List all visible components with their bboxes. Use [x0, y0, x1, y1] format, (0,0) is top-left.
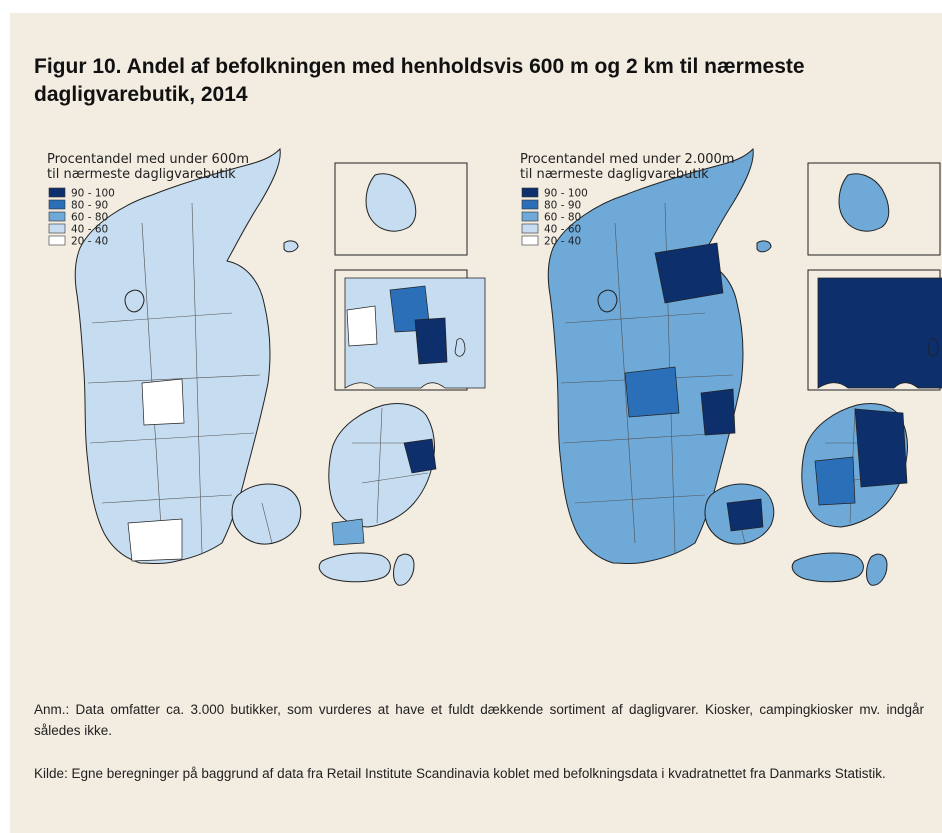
region-0 [74, 147, 281, 564]
boundary-line-5 [191, 202, 203, 554]
copenhagen-area [344, 277, 486, 389]
mid-region [331, 518, 365, 546]
region-4 [393, 553, 415, 586]
region-6 [756, 240, 772, 253]
legend-label-1: 80 - 90 [71, 200, 108, 212]
source-text: Kilde: Egne beregninger på baggrund af d… [34, 766, 886, 781]
copenhagen-area [817, 277, 942, 389]
bornholm-inset-frame [334, 162, 468, 256]
legend-label-2: 60 - 80 [71, 212, 108, 224]
north-region [654, 242, 724, 304]
legend-label-1: 80 - 90 [544, 200, 581, 212]
mid-jutland [624, 366, 680, 418]
boundary-line-4 [614, 222, 636, 544]
legend-swatch-1 [48, 199, 66, 210]
legend-title-line1: Procentandel med under 600m [47, 152, 249, 167]
legend-swatch-2 [521, 211, 539, 222]
legend-label-0: 90 - 100 [544, 188, 588, 200]
legend-swatch-4 [521, 235, 539, 246]
bornholm-inset-1 [334, 162, 468, 256]
capital-area [403, 438, 437, 474]
boundary-line-2 [89, 432, 255, 444]
legend-swatch-2 [48, 211, 66, 222]
region-3 [318, 552, 391, 583]
region-3 [791, 552, 864, 583]
bornholm-island [365, 173, 417, 232]
note-text: Anm.: Data omfatter ca. 3.000 butikker, … [34, 702, 924, 738]
legend-title-line2: til nærmeste dagligvarebutik [47, 167, 236, 182]
copenhagen-inset-2 [807, 269, 942, 391]
legend-label-4: 20 - 40 [71, 236, 108, 248]
boundary-line-9 [261, 502, 273, 544]
legend-swatch-0 [521, 187, 539, 198]
mid-zealand [814, 456, 856, 506]
boundary-line-0 [91, 312, 233, 324]
region-5 [124, 289, 145, 313]
low-region-south [127, 518, 183, 562]
legend-title-line1: Procentandel med under 2.000m [520, 152, 734, 167]
aarhus-region [700, 388, 736, 436]
legend-swatch-0 [48, 187, 66, 198]
region-6 [283, 240, 299, 253]
bornholm-inset-2 [807, 162, 941, 256]
legend-label-3: 40 - 60 [71, 224, 108, 236]
boundary-line-2 [562, 432, 728, 444]
boundary-line-3 [574, 494, 706, 504]
legend-label-4: 20 - 40 [544, 236, 581, 248]
legend-label-2: 60 - 80 [544, 212, 581, 224]
bornholm-island [838, 173, 890, 232]
odense-region [726, 498, 764, 532]
bornholm-inset-frame [807, 162, 941, 256]
legend-label-3: 40 - 60 [544, 224, 581, 236]
capital-area [854, 408, 908, 488]
highlight-regions-1 [127, 378, 437, 562]
legend-title-line2: til nærmeste dagligvarebutik [520, 167, 709, 182]
boundary-line-0 [564, 312, 706, 324]
legend-label-0: 90 - 100 [71, 188, 115, 200]
region-2 [328, 402, 435, 528]
legend-swatch-3 [521, 223, 539, 234]
denmark-map-1 [74, 147, 435, 586]
figure-panel: Figur 10. Andel af befolkningen med henh… [10, 13, 942, 833]
boundary-line-7 [361, 472, 429, 484]
boundary-line-1 [87, 374, 261, 384]
figure-title: Figur 10. Andel af befolkningen med henh… [34, 55, 805, 106]
region-4 [866, 553, 888, 586]
region-1 [231, 483, 302, 545]
boundary-line-3 [101, 494, 233, 504]
amager-island [454, 338, 466, 357]
copenhagen-inset-1 [334, 269, 486, 391]
cph-west [346, 305, 378, 347]
legend-swatch-3 [48, 223, 66, 234]
low-region [141, 378, 185, 426]
cph-center [414, 317, 448, 365]
amager-island [927, 338, 939, 357]
region-5 [597, 289, 618, 313]
highlight-regions-2 [624, 242, 908, 532]
legend-swatch-4 [48, 235, 66, 246]
boundary-line-8 [376, 407, 383, 524]
legend-swatch-1 [521, 199, 539, 210]
